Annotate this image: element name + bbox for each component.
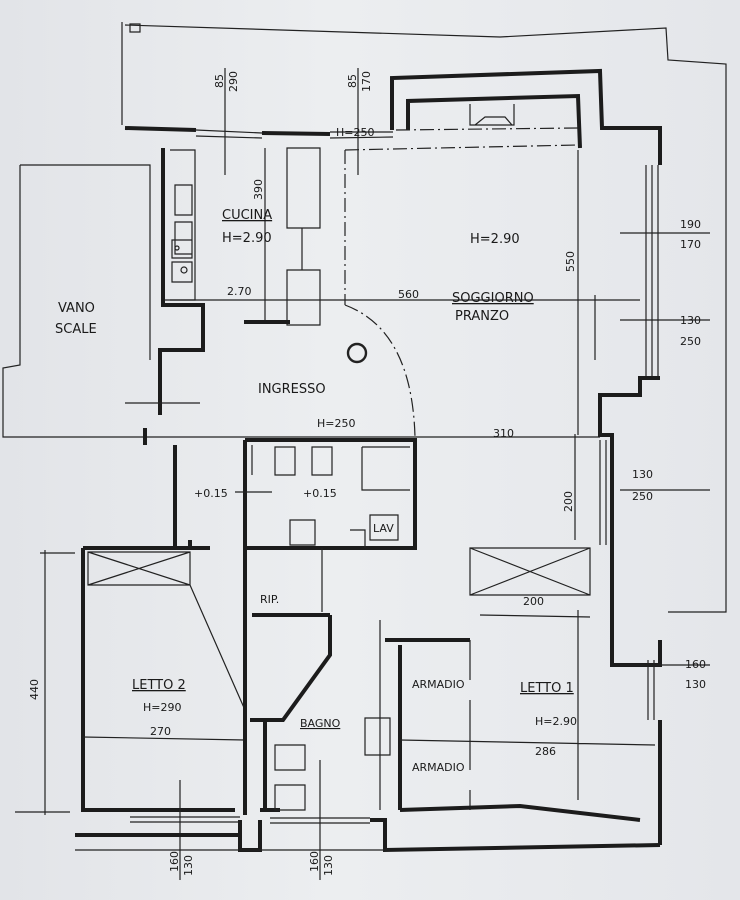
dim-right-window-1-top: 190: [680, 218, 701, 231]
bathroom: [243, 548, 391, 880]
central-block: [143, 428, 417, 550]
dim-bottom-window-1-top: 160: [168, 851, 181, 872]
dim-letto1-width: 286: [535, 745, 556, 758]
dim-right-window-1-bottom: 170: [680, 238, 701, 251]
dim-bottom-window-1-bottom: 130: [182, 855, 195, 876]
dim-right-window-2-bottom: 250: [680, 335, 701, 348]
room-label-soggiorno: SOGGIORNO: [452, 291, 534, 306]
column: [346, 342, 368, 364]
dim-kitchen-depth: 390: [252, 179, 265, 200]
stove-burner: [174, 245, 180, 251]
dim-hall-width: 310: [493, 427, 514, 440]
label-armadio: ARMADIO: [412, 761, 465, 774]
room-height-ingresso: H=250: [317, 417, 355, 430]
level-label: +0.15: [303, 487, 337, 500]
label-armadio: ARMADIO: [412, 678, 465, 691]
room-label-cucina: CUCINA: [222, 208, 272, 223]
dim-right-window-3-bottom: 250: [632, 490, 653, 503]
east-wall: [598, 165, 662, 667]
room-label-ingresso: INGRESSO: [258, 382, 326, 397]
dim-top-h: H=250: [336, 126, 374, 139]
dim-right-window-3-top: 130: [632, 468, 653, 481]
living-boundary: [125, 127, 640, 438]
dim-kitchen-window-top: 85: [213, 74, 226, 88]
room-label-bagno: BAGNO: [300, 717, 341, 730]
kitchen: [158, 147, 321, 415]
dim-right-window-4-top: 160: [685, 658, 706, 671]
dimension-lines: [224, 68, 710, 666]
dim-right-window-4-bottom: 130: [685, 678, 706, 691]
dim-bottom-window-2-bottom: 130: [322, 855, 335, 876]
room-height-letto2: H=290: [143, 701, 181, 714]
dim-vertical-200: 200: [562, 491, 575, 512]
room-height-letto1: H=2.90: [535, 715, 577, 728]
dimension-labels: 85 290 85 170 H=250 390 2.70 560 550 190…: [28, 71, 706, 876]
room-label-vano: VANO: [58, 301, 95, 316]
balcony-outline: [121, 22, 727, 613]
room-label-lav: LAV: [373, 522, 394, 535]
stairwell-outline: [2, 164, 600, 438]
dim-door-window-bottom: 170: [360, 71, 373, 92]
dim-kitchen-window-bottom: 290: [227, 71, 240, 92]
dim-right-window-2-top: 130: [680, 314, 701, 327]
dim-bottom-window-2-top: 160: [308, 851, 321, 872]
dim-living-depth: 550: [564, 251, 577, 272]
room-height-soggiorno: H=2.90: [470, 232, 520, 247]
dim-living-width: 560: [398, 288, 419, 301]
dim-letto2-width: 270: [150, 725, 171, 738]
dim-door-window-top: 85: [346, 74, 359, 88]
room-label-letto1: LETTO 1: [520, 681, 574, 696]
dim-letto2-depth: 440: [28, 679, 41, 700]
dim-wardrobe-200: 200: [523, 595, 544, 608]
south-wall: [75, 816, 661, 853]
stove-burner: [180, 266, 188, 274]
room-label-rip: RIP.: [260, 593, 279, 606]
dim-kitchen-width: 2.70: [227, 285, 252, 298]
room-label-letto2: LETTO 2: [132, 678, 186, 693]
north-wall: [124, 68, 662, 165]
bedroom-1: [385, 547, 662, 845]
room-label-pranzo: PRANZO: [455, 309, 509, 324]
bedroom-2: [15, 546, 246, 880]
level-label: +0.15: [194, 487, 228, 500]
room-label-scale: SCALE: [55, 322, 97, 337]
room-height-cucina: H=2.90: [222, 231, 272, 246]
